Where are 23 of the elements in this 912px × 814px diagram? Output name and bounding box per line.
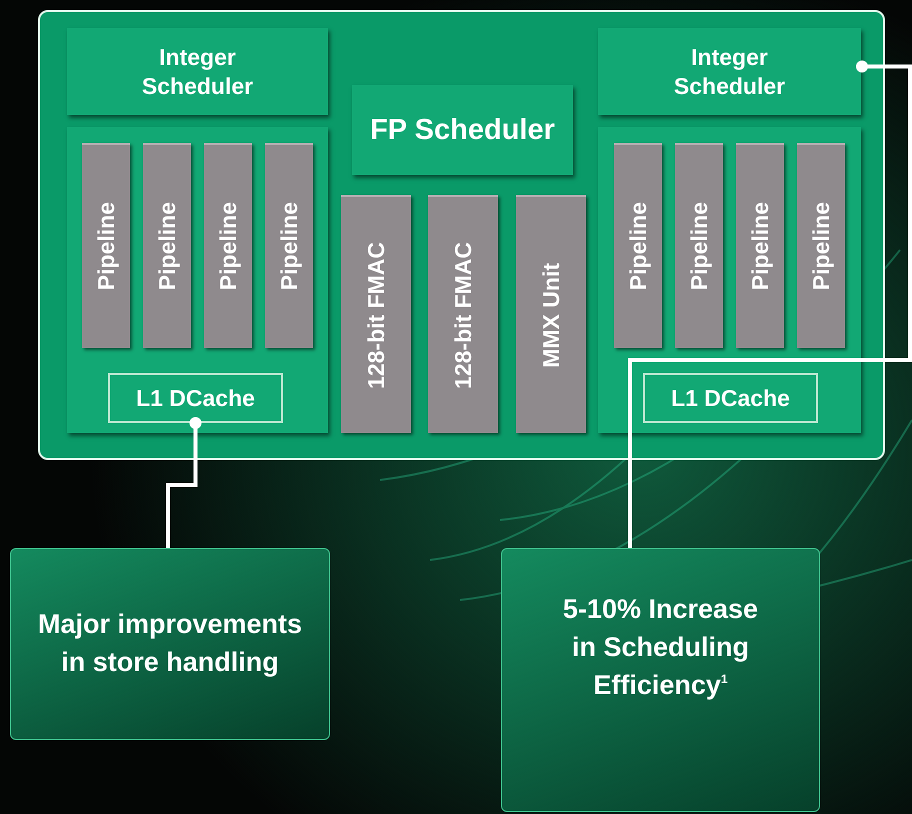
scheduler-box: Integer Scheduler: [67, 28, 328, 115]
pipeline-bar: Pipeline: [797, 143, 845, 348]
scheduler-box: Integer Scheduler: [598, 28, 861, 115]
execution-unit-bar: 128-bit FMAC: [341, 195, 411, 433]
execution-unit-bar: MMX Unit: [516, 195, 586, 433]
cluster-panel: [598, 127, 861, 433]
cluster-panel: [67, 127, 328, 433]
scheduler-box: FP Scheduler: [352, 85, 573, 175]
pipeline-bar: Pipeline: [265, 143, 313, 348]
pipeline-bar: Pipeline: [82, 143, 130, 348]
callout-connector: [166, 417, 202, 548]
execution-unit-bar: 128-bit FMAC: [428, 195, 498, 433]
callout-box: Major improvements in store handling: [10, 548, 330, 740]
pipeline-bar: Pipeline: [614, 143, 662, 348]
pipeline-bar: Pipeline: [736, 143, 784, 348]
module-frame: [38, 10, 885, 460]
pipeline-bar: Pipeline: [143, 143, 191, 348]
callout-connector: [628, 60, 912, 548]
pipeline-bar: Pipeline: [204, 143, 252, 348]
cache-box: L1 DCache: [643, 373, 818, 423]
callout-box: 5-10% Increase in Scheduling Efficiency$^{1}$: [501, 548, 820, 812]
pipeline-bar: Pipeline: [675, 143, 723, 348]
cache-box: L1 DCache: [108, 373, 283, 423]
